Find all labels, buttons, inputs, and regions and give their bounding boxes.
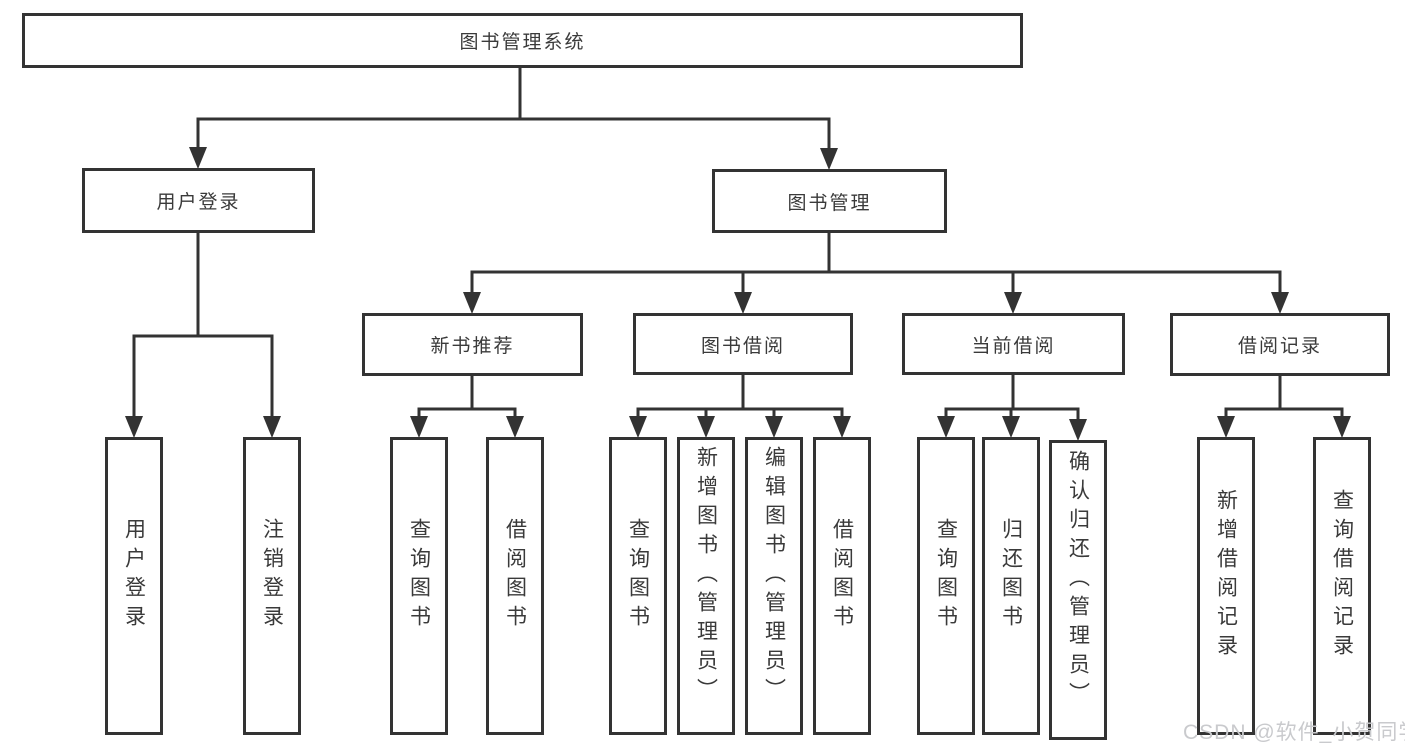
leaf-query-books-borrowing: 查询图书 — [609, 437, 667, 735]
node-label: 借阅图书 — [503, 518, 527, 634]
arrowhead-icon — [1217, 416, 1235, 438]
node-borrow-records: 借阅记录 — [1170, 313, 1390, 376]
node-label: 当前借阅 — [971, 335, 1056, 357]
leaf-logout: 注销登录 — [243, 437, 301, 735]
leaf-query-books-recommend: 查询图书 — [390, 437, 448, 735]
leaf-edit-books-admin: 编辑图书（管理员） — [745, 437, 803, 735]
node-label: 用户登录 — [122, 518, 146, 634]
arrowhead-icon — [1271, 292, 1289, 314]
node-label: 查询借阅记录 — [1330, 489, 1354, 663]
arrowhead-icon — [734, 292, 752, 314]
csdn-watermark: CSDN @软件_小贺同学 — [1183, 721, 1405, 744]
node-label: 图书管理系统 — [459, 32, 586, 53]
arrowhead-icon — [820, 148, 838, 170]
arrowhead-icon — [937, 416, 955, 438]
arrowhead-icon — [125, 416, 143, 438]
node-label: 新书推荐 — [430, 336, 515, 357]
node-label: 归还图书 — [999, 518, 1023, 634]
node-label: 查询图书 — [626, 518, 650, 634]
node-current-borrowing: 当前借阅 — [902, 313, 1125, 375]
node-book-borrowing: 图书借阅 — [633, 313, 853, 375]
node-label: 借阅记录 — [1237, 336, 1322, 357]
arrowhead-icon — [1004, 292, 1022, 314]
leaf-add-borrow-record: 新增借阅记录 — [1197, 437, 1255, 735]
arrowhead-icon — [1069, 419, 1087, 441]
leaf-borrow-books: 借阅图书 — [813, 437, 871, 735]
node-label: 新增图书（管理员） — [694, 445, 718, 707]
arrowhead-icon — [1333, 416, 1351, 438]
node-label: 确认归还（管理员） — [1066, 449, 1090, 711]
node-label: 查询图书 — [407, 518, 431, 634]
leaf-query-borrow-record: 查询借阅记录 — [1313, 437, 1371, 735]
arrowhead-icon — [189, 147, 207, 169]
leaf-confirm-return-admin: 确认归还（管理员） — [1049, 440, 1107, 740]
node-label: 图书借阅 — [700, 335, 785, 357]
node-label: 查询图书 — [934, 518, 958, 634]
node-user-login: 用户登录 — [82, 168, 315, 233]
arrowhead-icon — [765, 416, 783, 438]
node-new-book-recommend: 新书推荐 — [362, 313, 583, 376]
arrowhead-icon — [1002, 416, 1020, 438]
node-label: 新增借阅记录 — [1214, 489, 1238, 663]
node-label: 图书管理 — [787, 192, 872, 214]
node-library-management-system: 图书管理系统 — [22, 13, 1023, 68]
leaf-return-books: 归还图书 — [982, 437, 1040, 735]
node-label: 注销登录 — [260, 518, 284, 634]
arrowhead-icon — [697, 416, 715, 438]
arrowhead-icon — [410, 416, 428, 438]
arrowhead-icon — [463, 292, 481, 314]
node-label: 借阅图书 — [830, 518, 854, 634]
arrowhead-icon — [833, 416, 851, 438]
node-book-management: 图书管理 — [712, 169, 947, 233]
node-label: 编辑图书（管理员） — [762, 445, 786, 707]
arrowhead-icon — [629, 416, 647, 438]
leaf-add-books-admin: 新增图书（管理员） — [677, 437, 735, 735]
arrowhead-icon — [263, 416, 281, 438]
node-label: 用户登录 — [156, 192, 241, 213]
leaf-borrow-books-recommend: 借阅图书 — [486, 437, 544, 735]
leaf-query-books-current: 查询图书 — [917, 437, 975, 735]
arrowhead-icon — [506, 416, 524, 438]
leaf-user-login: 用户登录 — [105, 437, 163, 735]
